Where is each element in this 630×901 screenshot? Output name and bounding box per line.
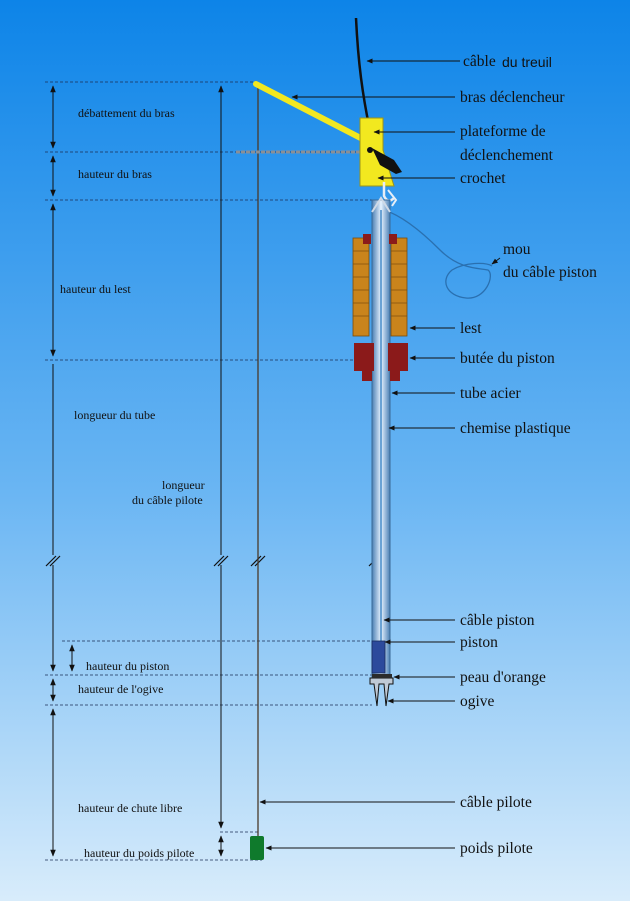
dimension-arrows xyxy=(50,85,224,857)
piston-cable xyxy=(380,210,382,642)
label-longueur-cable-1: longueur xyxy=(162,478,205,492)
label-hauteur-bras: hauteur du bras xyxy=(78,167,152,181)
label-butee: butée du piston xyxy=(460,350,555,367)
release-arm xyxy=(253,81,381,150)
orange-peel xyxy=(369,677,394,707)
label-hauteur-piston: hauteur du piston xyxy=(86,659,169,673)
slack-piston-cable xyxy=(383,209,493,299)
label-cable-piston: câble piston xyxy=(460,612,535,629)
break-marks xyxy=(45,555,384,567)
leader-lines xyxy=(259,58,501,851)
label-hauteur-poids: hauteur du poids pilote xyxy=(84,846,194,860)
lest-weights xyxy=(352,237,408,337)
lest-caps xyxy=(363,234,397,244)
label-hauteur-lest: hauteur du lest xyxy=(60,282,131,296)
label-longueur-cable-2: du câble pilote xyxy=(132,493,203,507)
label-debattement: débattement du bras xyxy=(78,106,175,120)
reference-lines xyxy=(45,81,385,861)
label-crochet: crochet xyxy=(460,170,506,187)
label-cable-treuil-b: du treuil xyxy=(502,54,552,70)
label-chute-libre: hauteur de chute libre xyxy=(78,801,182,815)
piston xyxy=(371,640,386,674)
piston-stop xyxy=(354,343,408,381)
label-bras-declencheur: bras déclencheur xyxy=(460,89,565,106)
label-cable-treuil-a: câble xyxy=(463,53,496,70)
label-plateforme-2: déclenchement xyxy=(460,147,554,164)
release-latch xyxy=(372,148,402,174)
label-mou-1: mou xyxy=(503,241,531,258)
label-cable-pilote: câble pilote xyxy=(460,794,532,811)
label-peau-orange: peau d'orange xyxy=(460,669,546,686)
label-poids-pilote: poids pilote xyxy=(460,840,533,857)
label-lest: lest xyxy=(460,320,482,337)
label-chemise: chemise plastique xyxy=(460,420,571,437)
label-ogive: ogive xyxy=(460,693,495,710)
label-mou-2: du câble piston xyxy=(503,264,597,281)
pilot-weight xyxy=(250,836,264,860)
label-plateforme-1: plateforme de xyxy=(460,123,546,140)
label-hauteur-ogive: hauteur de l'ogive xyxy=(78,682,163,696)
label-longueur-tube: longueur du tube xyxy=(74,408,155,422)
label-tube-acier: tube acier xyxy=(460,385,522,402)
label-piston: piston xyxy=(460,634,498,651)
